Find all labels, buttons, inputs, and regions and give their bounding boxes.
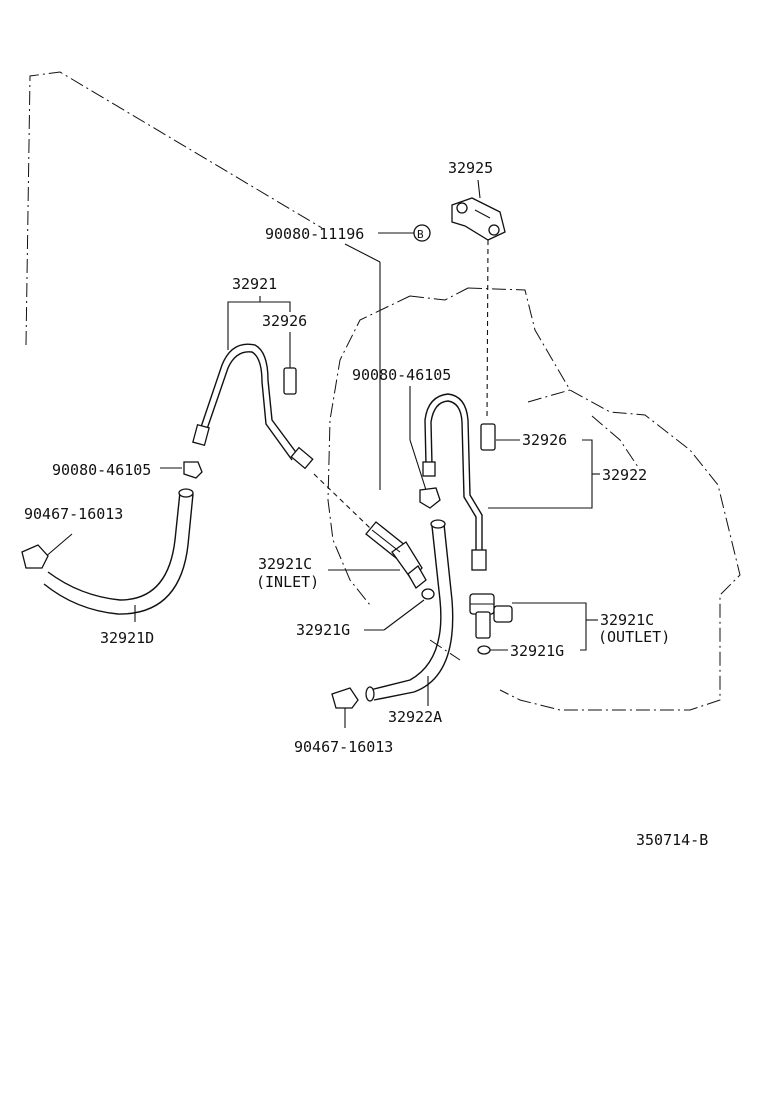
clip-90080-46105-right: [419, 487, 441, 509]
label-32921c-outlet-note: (OUTLET): [598, 628, 670, 646]
label-90080-46105-left: 90080-46105: [52, 461, 151, 479]
label-32922a: 32922A: [388, 708, 442, 726]
gasket-32921g-right: [477, 645, 491, 655]
clip-90080-46105-left: [183, 461, 203, 479]
clamp-90467-16013-bottom: [331, 687, 359, 709]
union-32921c-outlet: [469, 593, 513, 639]
label-32922: 32922: [602, 466, 647, 484]
label-32921: 32921: [232, 275, 277, 293]
label-32921g-right: 32921G: [510, 642, 564, 660]
label-32921g-left: 32921G: [296, 621, 350, 639]
label-90080-46105-right: 90080-46105: [352, 366, 451, 384]
bracket-leader-32921c-outlet: [512, 602, 587, 651]
union-32921c-inlet: [365, 521, 427, 589]
label-90080-11196: 90080-11196: [265, 225, 364, 243]
bracket-32925: [451, 179, 506, 421]
clamp-90467-16013-left: [21, 544, 49, 569]
label-32921c-outlet: 32921C: [600, 611, 654, 629]
label-32926-left: 32926: [262, 312, 307, 330]
label-90467-16013-bottom: 90467-16013: [294, 738, 393, 756]
bracket-leader-32921: [227, 301, 291, 350]
hose-32921d: [43, 488, 194, 615]
label-32921c-inlet-note: (INLET): [256, 573, 319, 591]
hose-32922a: [365, 519, 454, 702]
label-32925: 32925: [448, 159, 493, 177]
label-32921c-inlet: 32921C: [258, 555, 312, 573]
sleeve-32926-right: [480, 423, 496, 451]
leader-90080-11196-down: [344, 243, 381, 263]
engine-outline: [25, 71, 741, 711]
label-90467-16013-left: 90467-16013: [24, 505, 123, 523]
figure-code: 350714-B: [636, 831, 708, 849]
gasket-32921g-left: [421, 588, 435, 600]
reference-marker-b-letter: B: [417, 228, 424, 241]
bracket-leader-32922: [488, 439, 593, 509]
label-32926-right: 32926: [522, 431, 567, 449]
pipe-32922: [422, 393, 487, 571]
reference-marker-b: [413, 224, 431, 242]
pipe-32921: [192, 343, 371, 529]
label-32921d: 32921D: [100, 629, 154, 647]
sleeve-32926-left: [283, 367, 297, 395]
